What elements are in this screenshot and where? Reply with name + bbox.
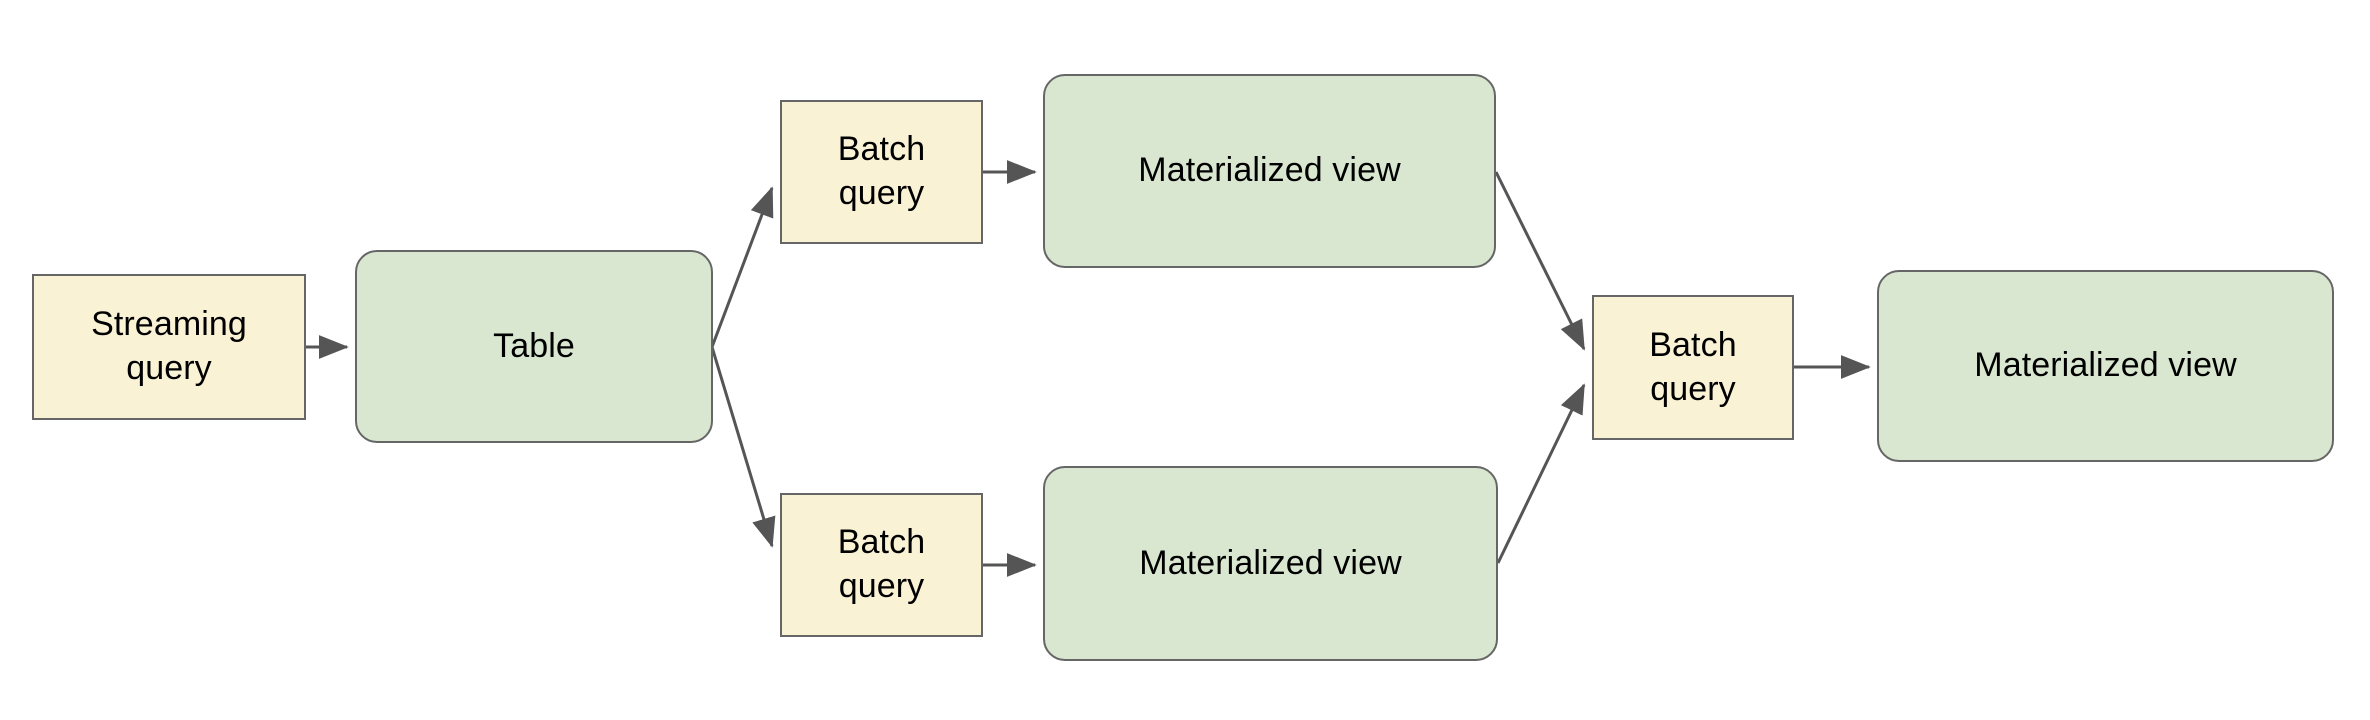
node-batch-query-top-label: Batch query bbox=[837, 130, 926, 212]
node-materialized-view-bottom[interactable]: Materialized view bbox=[1043, 466, 1498, 661]
node-materialized-view-final-label: Materialized view bbox=[1974, 346, 2237, 385]
node-streaming-query-label: Streaming query bbox=[91, 305, 247, 387]
edge-table-to-batch-query-bottom bbox=[710, 346, 776, 548]
node-table-label: Table bbox=[493, 326, 575, 365]
node-batch-query-merge[interactable]: Batch query bbox=[1592, 295, 1794, 440]
node-materialized-view-final[interactable]: Materialized view bbox=[1877, 270, 2334, 462]
node-batch-query-bottom[interactable]: Batch query bbox=[780, 493, 983, 637]
edge-table-to-batch-query-top bbox=[710, 186, 774, 348]
node-materialized-view-bottom-label: Materialized view bbox=[1139, 543, 1402, 582]
node-batch-query-bottom-label: Batch query bbox=[837, 523, 926, 605]
edge-materialized-view-top-to-batch-query-merge bbox=[1494, 171, 1586, 351]
node-streaming-query[interactable]: Streaming query bbox=[32, 274, 306, 420]
node-batch-query-top[interactable]: Batch query bbox=[780, 100, 983, 244]
node-batch-query-merge-label: Batch query bbox=[1649, 325, 1737, 408]
node-materialized-view-top[interactable]: Materialized view bbox=[1043, 74, 1496, 268]
edge-materialized-view-bottom-to-batch-query-merge bbox=[1496, 383, 1586, 564]
node-materialized-view-top-label: Materialized view bbox=[1138, 151, 1401, 190]
node-table[interactable]: Table bbox=[355, 250, 713, 443]
